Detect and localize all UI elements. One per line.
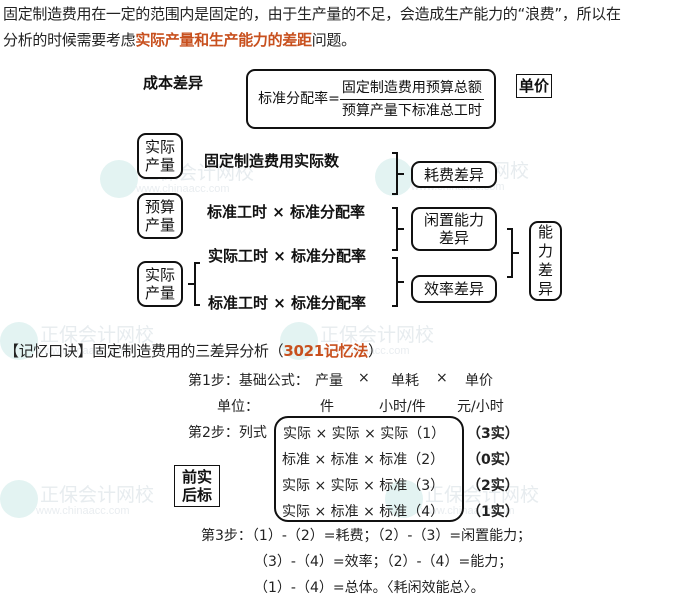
front-actual-back-standard-box: 前实 后标 (174, 465, 220, 507)
intro-line-2: 分析的时候需要考虑实际产量和生产能力的差距问题。 (3, 29, 356, 51)
step1-item-output: 产量 (315, 373, 343, 389)
step2-formula-box (274, 416, 464, 522)
side-box-line: 前实 (181, 468, 212, 486)
formula-denominator: 预算产量下标准总工时 (341, 102, 482, 119)
left-box-actual-output-1: 实际 产量 (137, 133, 183, 179)
step2-tag-2: （0实） (467, 452, 519, 468)
side-box-line: 后标 (181, 486, 212, 504)
idle-capacity-variance-box: 闲置能力 差异 (411, 207, 497, 251)
diagram-title: 成本差异 (143, 74, 204, 92)
step1-item-unit-price: 单价 (465, 373, 493, 389)
step3-line-1: 第3步：（1）-（2）=耗费；（2）-（3）=闲置能力； (201, 528, 532, 544)
unit-price-box: 单价 (516, 74, 552, 98)
left-box-line: 产量 (144, 216, 175, 234)
right-bracket-idle (392, 207, 404, 251)
unit-yuan-per-hour: 元/小时 (457, 399, 504, 415)
formula-box: 标准分配率= 固定制造费用预算总额 预算产量下标准总工时 (246, 69, 496, 129)
capacity-char: 异 (537, 280, 553, 298)
left-box-line: 预算 (144, 198, 175, 216)
step2-tag-1: （3实） (467, 426, 519, 442)
step2-row-4: 实际 × 标准 × 标准（4） (282, 504, 445, 520)
left-box-actual-output-2: 实际 产量 (137, 261, 183, 307)
row-actual-hours-std-rate: 实际工时 × 标准分配率 (208, 247, 367, 265)
efficiency-variance-box: 效率差异 (411, 275, 497, 303)
step3-line-2: （3）-（4）=效率；（2）-（4）=能力； (254, 554, 513, 570)
step1-times: × (358, 370, 370, 386)
step2-row-2: 标准 × 标准 × 标准（2） (282, 452, 445, 468)
formula-numerator: 固定制造费用预算总额 (339, 77, 484, 100)
capacity-variance-box: 能 力 差 异 (529, 221, 562, 301)
right-bracket-efficiency (392, 257, 404, 307)
capacity-char: 差 (537, 261, 553, 279)
left-box-line: 产量 (144, 156, 175, 174)
intro-line-2-suffix: 问题。 (311, 31, 356, 49)
consumption-variance-box: 耗费差异 (411, 161, 497, 188)
left-box-line: 产量 (144, 284, 175, 302)
step2-tag-4: （1实） (467, 504, 519, 520)
units-label: 单位： (217, 399, 259, 415)
left-box-line: 实际 (144, 266, 175, 284)
idle-line: 闲置能力 (423, 211, 484, 229)
step2-tag-3: （2实） (467, 478, 519, 494)
watermark-logo-icon (100, 160, 138, 198)
left-box-line: 实际 (144, 138, 175, 156)
intro-highlight: 实际产量和生产能力的差距 (135, 31, 312, 49)
mnemonic-heading: 【记忆口诀】固定制造费用的三差异分析（3021记忆法） (4, 340, 383, 362)
step1-item-unit-consumption: 单耗 (391, 373, 419, 389)
idle-line: 差异 (438, 229, 469, 247)
step1-label: 第1步：基础公式： (188, 373, 309, 389)
row-actual-fixed-overhead: 固定制造费用实际数 (204, 152, 340, 170)
mnemonic-heading-suffix: ） (367, 342, 383, 360)
step3-line-3: （1）-（4）=总体。〈耗闲效能总〉。 (254, 580, 485, 596)
unit-piece: 件 (320, 399, 334, 415)
step1-times: × (436, 370, 448, 386)
watermark-logo-icon (0, 480, 38, 518)
formula-fraction: 固定制造费用预算总额 预算产量下标准总工时 (339, 77, 484, 122)
left-box-budget-output: 预算 产量 (137, 193, 183, 239)
step2-row-3: 实际 × 实际 × 标准（3） (282, 478, 445, 494)
formula-lhs: 标准分配率= (258, 91, 340, 107)
step2-row-1: 实际 × 实际 × 实际（1） (283, 426, 446, 442)
capacity-char: 力 (537, 242, 553, 260)
step2-label: 第2步：列式 (188, 425, 267, 441)
left-bracket (188, 262, 200, 306)
mnemonic-heading-highlight: 3021记忆法 (283, 342, 368, 360)
mnemonic-heading-prefix: 【记忆口诀】固定制造费用的三差异分析（ (4, 342, 284, 360)
intro-line-2-prefix: 分析的时候需要考虑 (3, 31, 136, 49)
right-bracket-capacity (507, 228, 519, 278)
intro-line-1: 固定制造费用在一定的范围内是固定的，由于生产量的不足，会造成生产能力的“浪费”，… (3, 5, 621, 23)
capacity-char: 能 (537, 223, 553, 241)
unit-hours-per-piece: 小时/件 (379, 399, 426, 415)
right-bracket-consumption (392, 152, 404, 195)
row-std-hours-std-rate-2: 标准工时 × 标准分配率 (208, 294, 367, 312)
row-std-hours-std-rate-1: 标准工时 × 标准分配率 (207, 203, 366, 221)
